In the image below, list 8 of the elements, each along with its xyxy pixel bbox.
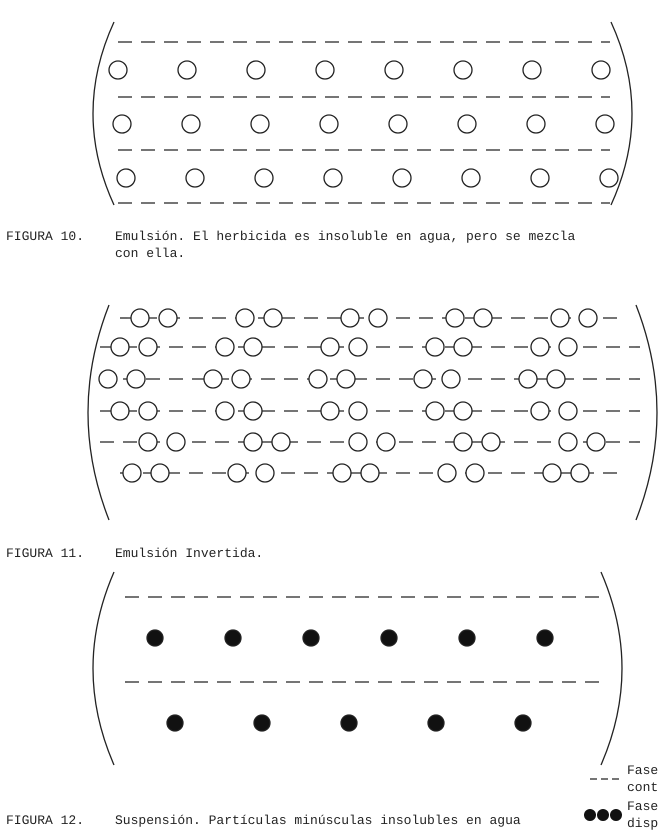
figure-caption: Emulsión Invertida. [115,545,264,562]
figure-number: FIGURA 10. [6,228,86,245]
legend-label: Fase cont [627,762,660,796]
figure-number: FIGURA 12. [6,812,86,829]
figure-caption: Emulsión. El herbicida es insoluble en agua, pero se mezcla con ella. [115,228,576,262]
figure-number: FIGURA 11. [6,545,86,562]
legend-label: Fase disp [627,798,660,832]
figure-caption: Suspensión. Partículas minúsculas insolubles en agua [115,812,522,829]
